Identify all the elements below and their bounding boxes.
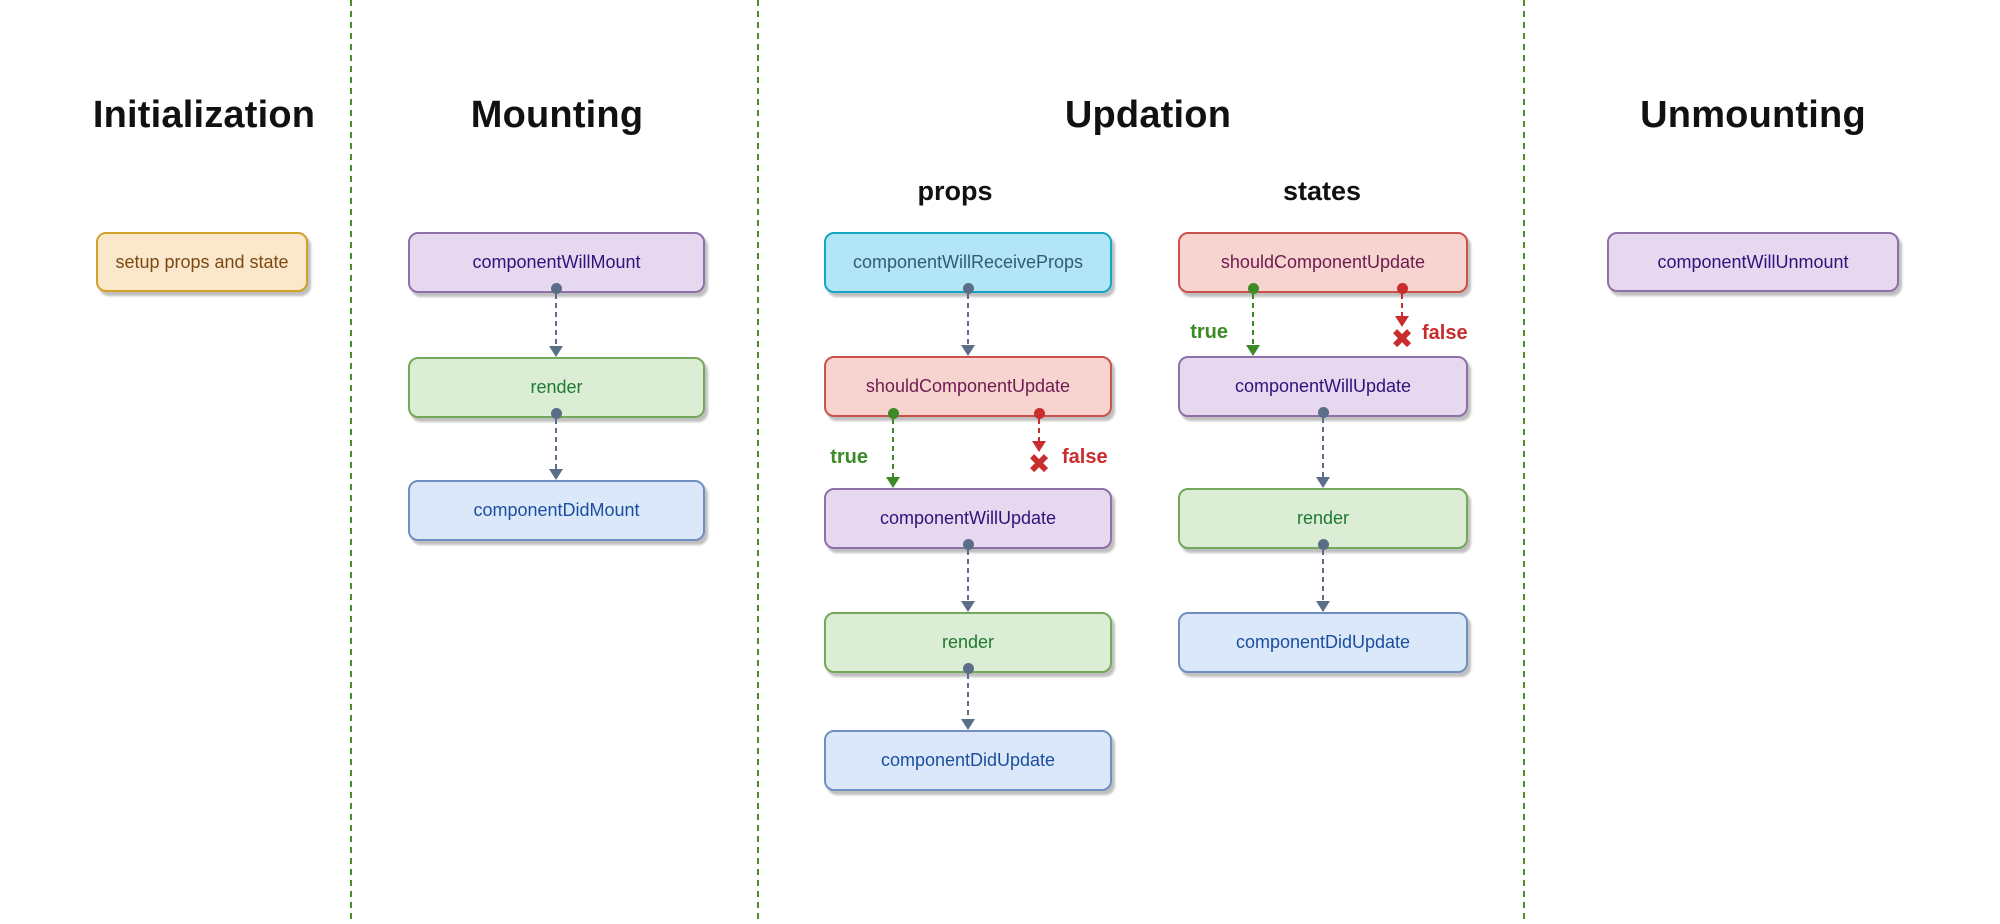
node-states-component-will-update: componentWillUpdate (1178, 356, 1468, 417)
node-props-should-component-update: shouldComponentUpdate (824, 356, 1112, 417)
column-title-props: props (917, 176, 993, 206)
node-label: componentWillMount (472, 252, 641, 272)
node-label: setup props and state (115, 251, 289, 272)
false-branch-arrow: ✖ (1027, 408, 1051, 479)
arrow-start-dot (1317, 407, 1329, 418)
arrow-head-icon (1246, 345, 1260, 356)
node-component-will-mount: componentWillMount (408, 232, 705, 293)
false-branch-arrow: ✖ (1390, 283, 1414, 354)
arrow-start-dot (962, 539, 974, 550)
section-title-updation: Updation (1064, 94, 1232, 136)
section-divider (350, 0, 352, 924)
arrow-dashed-line (1252, 294, 1254, 345)
arrow-head-icon (1395, 316, 1409, 327)
arrow-dashed-line (967, 674, 969, 719)
node-label: componentWillReceiveProps (852, 252, 1084, 272)
arrow-head-icon (1316, 477, 1330, 488)
arrow-start-dot (550, 283, 562, 294)
flow-arrow (545, 283, 567, 357)
arrow-dashed-line (892, 419, 894, 477)
false-x-icon: ✖ (1027, 449, 1051, 479)
node-label: componentDidMount (473, 500, 640, 520)
node-label: shouldComponentUpdate (1220, 252, 1426, 272)
section-divider (1523, 0, 1525, 924)
node-label: componentWillUpdate (1234, 376, 1412, 396)
node-props-render: render (824, 612, 1112, 673)
node-label: render (941, 632, 995, 652)
section-divider (757, 0, 759, 924)
arrow-start-dot (1317, 539, 1329, 550)
true-branch-arrow (882, 408, 904, 488)
section-title-initialization: Initialization (92, 94, 316, 136)
node-states-component-did-update: componentDidUpdate (1178, 612, 1468, 673)
true-branch-label: true (1190, 321, 1228, 343)
arrow-head-icon (886, 477, 900, 488)
node-setup-props-and-state: setup props and state (96, 232, 308, 292)
arrow-head-icon (549, 469, 563, 480)
flow-arrow (1312, 539, 1334, 612)
arrow-dashed-line (555, 419, 557, 469)
arrow-dashed-line (555, 294, 557, 346)
arrow-start-dot (962, 283, 974, 294)
node-component-will-receive-props: componentWillReceiveProps (824, 232, 1112, 293)
true-branch-label: true (830, 446, 868, 468)
node-label: componentWillUnmount (1657, 251, 1849, 272)
arrow-dashed-line (967, 294, 969, 345)
true-branch-arrow (1242, 283, 1264, 356)
arrow-head-icon (961, 345, 975, 356)
flow-arrow (545, 408, 567, 480)
flow-arrow (1312, 407, 1334, 488)
node-label: render (530, 377, 583, 397)
node-label: shouldComponentUpdate (865, 376, 1071, 396)
arrow-dashed-line (1038, 419, 1040, 441)
node-label: render (1296, 508, 1350, 528)
arrow-dashed-line (1322, 418, 1324, 477)
arrow-start-dot (1033, 408, 1045, 419)
node-label: componentDidUpdate (1235, 632, 1411, 652)
node-props-component-will-update: componentWillUpdate (824, 488, 1112, 549)
arrow-head-icon (961, 601, 975, 612)
arrow-start-dot (1247, 283, 1259, 294)
node-states-should-component-update: shouldComponentUpdate (1178, 232, 1468, 293)
flow-arrow (957, 283, 979, 356)
arrow-dashed-line (1401, 294, 1403, 316)
false-x-icon: ✖ (1390, 324, 1414, 354)
arrow-dashed-line (967, 550, 969, 601)
node-props-component-did-update: componentDidUpdate (824, 730, 1112, 791)
arrow-dashed-line (1322, 550, 1324, 601)
section-title-mounting: Mounting (470, 94, 644, 136)
flow-arrow (957, 539, 979, 612)
node-states-render: render (1178, 488, 1468, 549)
arrow-head-icon (1316, 601, 1330, 612)
arrow-head-icon (961, 719, 975, 730)
node-component-did-mount: componentDidMount (408, 480, 705, 541)
arrow-start-dot (1396, 283, 1408, 294)
flow-arrow (957, 663, 979, 730)
node-label: componentDidUpdate (880, 750, 1056, 770)
section-title-unmounting: Unmounting (1640, 94, 1866, 136)
false-branch-label: false (1062, 446, 1108, 468)
arrow-start-dot (887, 408, 899, 419)
node-component-will-unmount: componentWillUnmount (1607, 232, 1899, 292)
arrow-head-icon (549, 346, 563, 357)
arrow-head-icon (1032, 441, 1046, 452)
arrow-start-dot (550, 408, 562, 419)
node-label: componentWillUpdate (879, 508, 1057, 528)
column-title-states: states (1282, 176, 1362, 206)
false-branch-label: false (1422, 322, 1468, 344)
arrow-start-dot (962, 663, 974, 674)
